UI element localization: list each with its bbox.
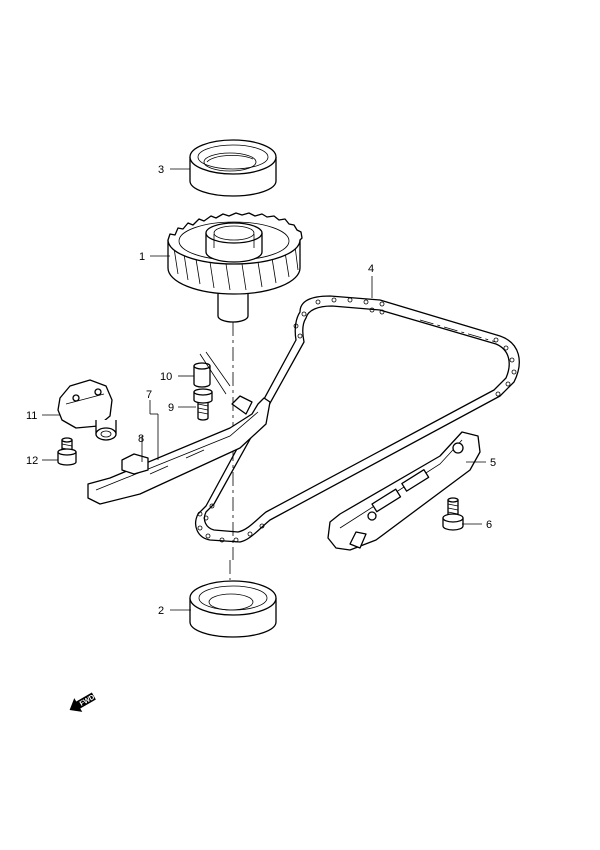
callout-2: 2 [158,605,164,617]
bolt-12 [57,437,77,466]
crank-gear [167,212,303,323]
pivot-sleeve [193,351,231,395]
leader-lines [42,168,486,611]
upper-bearing [189,139,277,197]
chain-tensioner [57,379,117,441]
chain-guide-right [327,431,481,551]
bolt-right [442,497,464,531]
lower-bearing [189,580,277,638]
bolt-9 [193,388,213,421]
callout-9: 9 [168,402,174,414]
callout-6: 6 [486,519,492,531]
callout-5: 5 [490,457,496,469]
timing-chain [195,295,520,543]
callout-1: 1 [139,251,145,263]
fwd-arrow-icon: FWD [69,692,96,712]
callout-7: 7 [146,389,152,401]
fwd-label: FWD [79,694,96,708]
callout-10: 10 [160,371,172,383]
tensioner-guide-left [87,395,271,505]
callout-12: 12 [26,455,38,467]
callout-11: 11 [26,410,37,422]
callout-4: 4 [368,263,374,275]
callout-3: 3 [158,164,164,176]
callout-8: 8 [138,433,144,445]
